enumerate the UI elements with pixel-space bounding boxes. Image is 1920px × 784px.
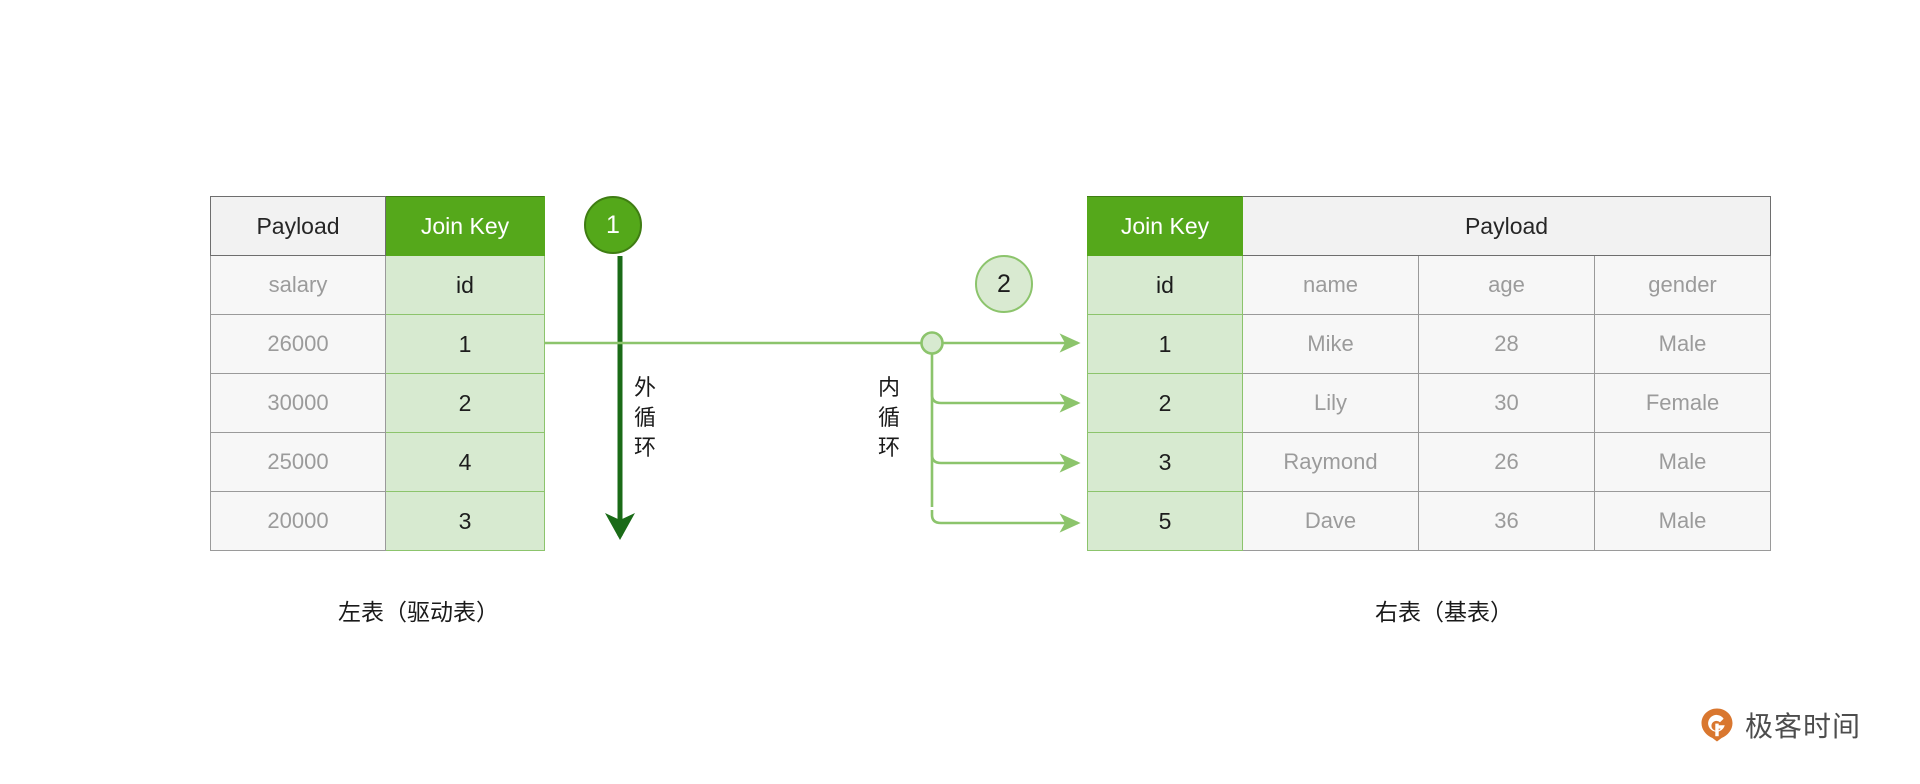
table-row: 30000 2 xyxy=(210,373,545,433)
table-row: 25000 4 xyxy=(210,432,545,492)
table-row: salary id xyxy=(210,255,545,315)
table-row: 2 Lily 30 Female xyxy=(1087,373,1772,433)
table-row: 3 Raymond 26 Male xyxy=(1087,432,1772,492)
right-cell-gender: gender xyxy=(1593,255,1772,315)
left-cell-payload: 25000 xyxy=(210,432,386,492)
junction-node xyxy=(920,331,944,355)
left-cell-payload: 30000 xyxy=(210,373,386,433)
inner-loop-label: 内循环 xyxy=(877,375,900,460)
right-cell-key: 2 xyxy=(1087,373,1243,433)
brand-logo: 极客时间 xyxy=(1699,705,1861,745)
left-table: Payload Join Key salary id 26000 1 30000… xyxy=(210,196,545,551)
table-row: 20000 3 xyxy=(210,491,545,551)
table-row: 26000 1 xyxy=(210,314,545,374)
step-badge-1: 1 xyxy=(584,196,642,254)
left-table-caption: 左表（驱动表） xyxy=(338,599,499,625)
inner-branch-row-3 xyxy=(930,450,1081,473)
left-cell-payload: salary xyxy=(210,255,386,315)
right-cell-age: age xyxy=(1418,255,1595,315)
right-table-header-row: Join Key Payload xyxy=(1087,196,1772,256)
right-cell-name: name xyxy=(1242,255,1419,315)
right-cell-gender: Male xyxy=(1593,432,1772,492)
outer-loop-label: 外循环 xyxy=(633,375,656,460)
right-cell-key: 1 xyxy=(1087,314,1243,374)
inner-branch-row-5 xyxy=(930,510,1081,533)
table-row: 5 Dave 36 Male xyxy=(1087,491,1772,551)
left-header-payload: Payload xyxy=(210,196,386,256)
geekbang-logo-icon xyxy=(1701,708,1733,742)
right-cell-name: Raymond xyxy=(1242,432,1419,492)
left-cell-key: 2 xyxy=(385,373,545,433)
left-cell-key: id xyxy=(385,255,545,315)
right-cell-age: 36 xyxy=(1418,491,1595,551)
table-row: 1 Mike 28 Male xyxy=(1087,314,1772,374)
right-cell-age: 26 xyxy=(1418,432,1595,492)
right-cell-age: 30 xyxy=(1418,373,1595,433)
right-table-caption: 右表（基表） xyxy=(1375,599,1513,625)
inner-branch-row-2 xyxy=(930,390,1081,413)
left-cell-key: 3 xyxy=(385,491,545,551)
brand-wordmark: 极客时间 xyxy=(1745,711,1862,742)
left-cell-payload: 26000 xyxy=(210,314,386,374)
right-cell-gender: Male xyxy=(1593,314,1772,374)
right-cell-gender: Male xyxy=(1593,491,1772,551)
left-cell-key: 1 xyxy=(385,314,545,374)
left-cell-payload: 20000 xyxy=(210,491,386,551)
right-cell-age: 28 xyxy=(1418,314,1595,374)
left-table-header-row: Payload Join Key xyxy=(210,196,545,256)
right-header-payload: Payload xyxy=(1241,196,1772,256)
left-cell-key: 4 xyxy=(385,432,545,492)
right-cell-key: id xyxy=(1087,255,1243,315)
right-cell-key: 5 xyxy=(1087,491,1243,551)
step-badge-2: 2 xyxy=(975,255,1033,313)
table-row: id name age gender xyxy=(1087,255,1772,315)
right-cell-key: 3 xyxy=(1087,432,1243,492)
right-cell-name: Mike xyxy=(1242,314,1419,374)
left-header-join-key: Join Key xyxy=(385,196,545,256)
right-cell-name: Dave xyxy=(1242,491,1419,551)
right-header-join-key: Join Key xyxy=(1087,196,1243,256)
right-table: Join Key Payload id name age gender 1 Mi… xyxy=(1087,196,1772,551)
right-cell-name: Lily xyxy=(1242,373,1419,433)
right-cell-gender: Female xyxy=(1593,373,1772,433)
